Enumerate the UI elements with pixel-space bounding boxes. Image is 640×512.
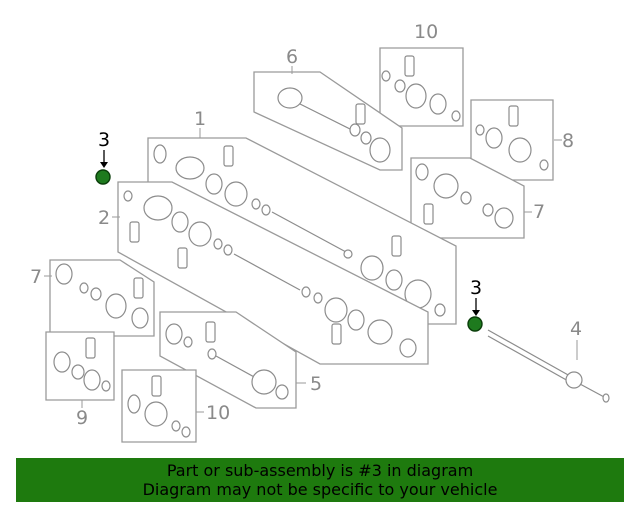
banner-line-1: Part or sub-assembly is #3 in diagram bbox=[166, 461, 474, 480]
panel-5[interactable] bbox=[159, 311, 297, 409]
panel-2[interactable] bbox=[117, 181, 429, 365]
callout-6: 6 bbox=[286, 46, 298, 68]
part-3-left[interactable]: 3 bbox=[95, 129, 111, 185]
panel-6[interactable] bbox=[253, 71, 403, 171]
callout-8: 8 bbox=[562, 130, 574, 152]
banner-line-2: Diagram may not be specific to your vehi… bbox=[142, 480, 498, 499]
panel-10-bottom[interactable] bbox=[121, 369, 197, 443]
highlighted-nut-icon bbox=[467, 316, 483, 332]
callout-4: 4 bbox=[570, 318, 582, 340]
callout-3-right: 3 bbox=[470, 277, 482, 299]
callout-1: 1 bbox=[194, 108, 206, 130]
callout-9: 9 bbox=[76, 407, 88, 429]
callout-2: 2 bbox=[98, 207, 110, 229]
part-4-shaft[interactable] bbox=[487, 329, 610, 403]
callout-10-top: 10 bbox=[414, 21, 438, 43]
callout-3-left: 3 bbox=[98, 129, 110, 151]
callout-7-right: 7 bbox=[533, 201, 545, 223]
panel-1[interactable] bbox=[147, 137, 457, 325]
panel-10-top[interactable] bbox=[379, 47, 464, 127]
panel-9[interactable] bbox=[45, 331, 115, 401]
info-banner: Part or sub-assembly is #3 in diagram Di… bbox=[16, 458, 624, 502]
callout-10-bottom: 10 bbox=[206, 402, 230, 424]
part-3-right[interactable]: 3 bbox=[467, 277, 483, 332]
panel-7-right[interactable] bbox=[410, 157, 525, 239]
callout-5: 5 bbox=[310, 373, 322, 395]
highlighted-nut-icon bbox=[95, 169, 111, 185]
panel-8[interactable] bbox=[470, 99, 554, 181]
callout-7-left: 7 bbox=[30, 266, 42, 288]
panel-7-left[interactable] bbox=[49, 259, 155, 337]
